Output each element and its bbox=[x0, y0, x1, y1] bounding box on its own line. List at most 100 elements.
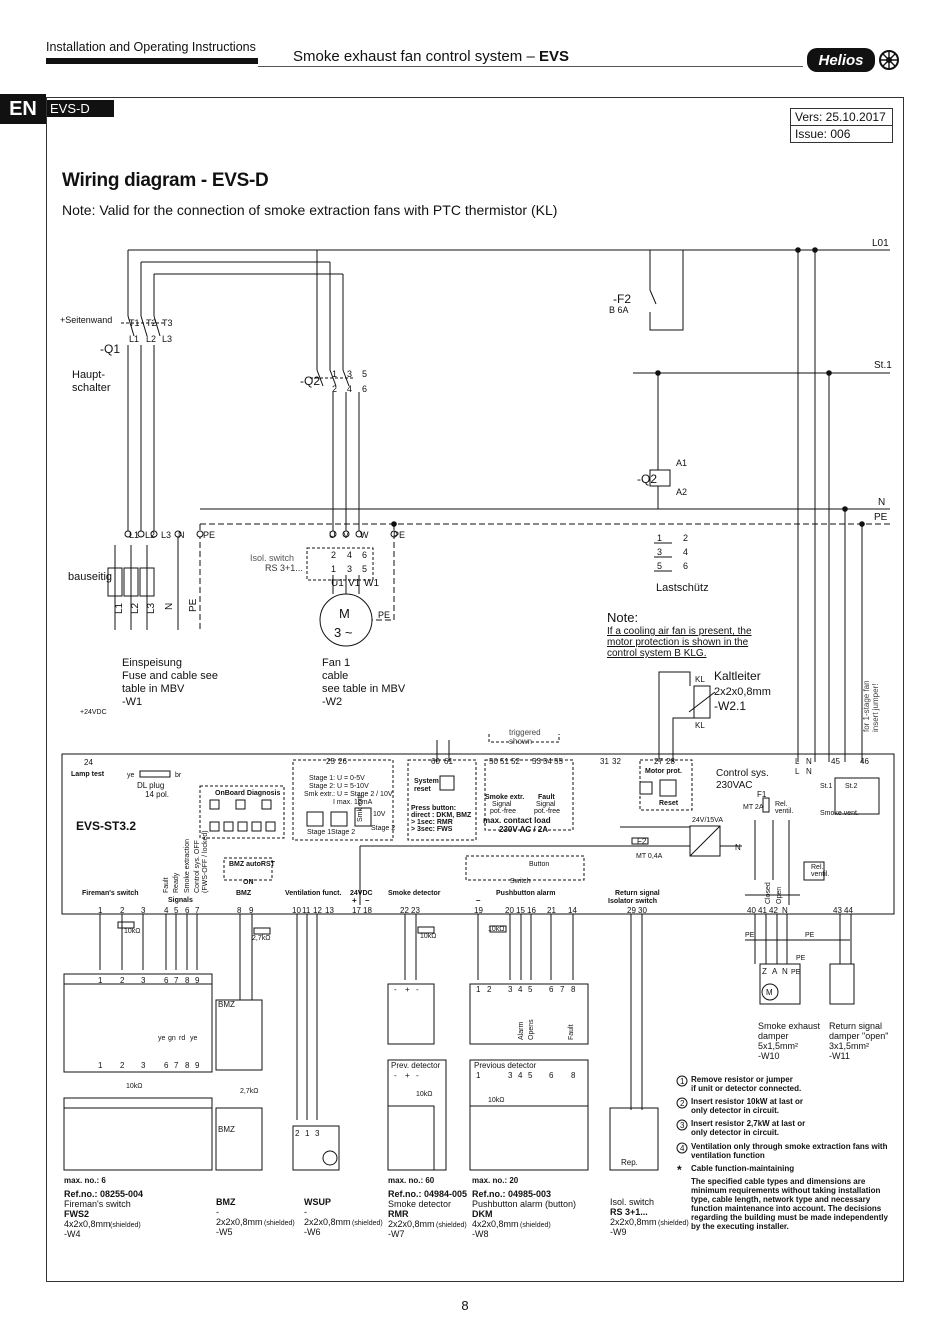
fws-r10k: 10kΩ bbox=[124, 928, 141, 935]
term-46: 46 bbox=[860, 757, 869, 766]
dkm-fault: Fault bbox=[568, 1024, 575, 1040]
bt-n: N bbox=[782, 906, 788, 915]
rail-st1: St.1 bbox=[874, 360, 892, 371]
control-sys-1: Control sys. bbox=[716, 768, 769, 779]
damper-m: M bbox=[766, 988, 773, 997]
fws-c-ye2: ye bbox=[190, 1035, 198, 1042]
rs-4: 4 bbox=[347, 550, 352, 560]
header-bar bbox=[46, 58, 258, 64]
motor-v: V bbox=[343, 530, 349, 540]
return-2: Isolator switch bbox=[608, 898, 657, 905]
ln-n1: N bbox=[806, 757, 812, 766]
cooling-note-2: motor protection is shown in the bbox=[607, 637, 749, 648]
bmz-cable: 2x2x0,8mm bbox=[216, 1217, 263, 1227]
supply-l3: L3 bbox=[161, 530, 171, 540]
rmr-prev-t3: - bbox=[416, 1071, 419, 1080]
fws-shielded: (shielded) bbox=[110, 1222, 141, 1229]
cl-open: Open bbox=[776, 887, 783, 904]
damper-a: A bbox=[772, 967, 778, 976]
rel-ventil-1: Rel. bbox=[775, 801, 788, 808]
rmr-cable: 2x2x0,8mm bbox=[388, 1219, 435, 1229]
bt-30: 30 bbox=[638, 906, 647, 915]
fws-top-7: 7 bbox=[174, 1061, 179, 1070]
damper-pe: PE bbox=[791, 969, 801, 976]
fws-t1: 1 bbox=[98, 976, 103, 985]
bmz-code: BMZ bbox=[216, 1197, 236, 1207]
bt-17: 17 bbox=[352, 906, 361, 915]
bmz-dev-label: BMZ bbox=[218, 1000, 235, 1009]
rs-2: 2 bbox=[331, 550, 336, 560]
isol-shielded: (shielded) bbox=[658, 1220, 689, 1227]
contact-1: max. contact load bbox=[483, 816, 551, 825]
ctl-st2: St.2 bbox=[845, 783, 858, 790]
fws-top-6: 6 bbox=[164, 1061, 169, 1070]
q2-top-5: 5 bbox=[362, 369, 367, 379]
doc-title: Smoke exhaust fan control system – EVS bbox=[293, 48, 569, 65]
fws-t3: 3 bbox=[141, 976, 146, 985]
smk-label-3: pot.-free bbox=[490, 808, 516, 815]
wsup-w: -W6 bbox=[304, 1227, 321, 1237]
fireman-label: Fireman's switch bbox=[82, 890, 139, 897]
dkm-code: DKM bbox=[472, 1209, 493, 1219]
term-25: 25 bbox=[326, 757, 335, 766]
version: Vers: 25.10.2017 bbox=[795, 110, 886, 124]
isol-code: RS 3+1... bbox=[610, 1207, 648, 1217]
isol-switch-1: Isol. switch bbox=[250, 553, 294, 563]
bt-15: 15 bbox=[516, 906, 525, 915]
vent-label: Ventilation funct. bbox=[285, 890, 341, 897]
hauptschalter-2: schalter bbox=[72, 382, 111, 394]
bt-22: 22 bbox=[400, 906, 409, 915]
wsup-code: WSUP bbox=[304, 1197, 331, 1207]
side-l2: L2 bbox=[130, 602, 141, 614]
rail-l01: L01 bbox=[872, 238, 889, 249]
v24-label: +24VDC bbox=[80, 709, 107, 716]
rmr-w: -W7 bbox=[388, 1229, 405, 1239]
bt-1: 1 bbox=[98, 906, 103, 915]
triggered-2: shown bbox=[509, 737, 532, 746]
fws-maxno: max. no.: 6 bbox=[64, 1176, 106, 1185]
fws-name: Fireman's switch bbox=[64, 1199, 131, 1209]
rmr-t3: - bbox=[416, 985, 419, 994]
damper-pe2: PE bbox=[805, 932, 815, 939]
bt-2: 2 bbox=[120, 906, 125, 915]
cooling-note-title: Note: bbox=[607, 610, 638, 625]
bt-40: 40 bbox=[747, 906, 756, 915]
ls-6: 6 bbox=[683, 561, 688, 571]
term-51: 51 bbox=[500, 757, 509, 766]
bt-9: 9 bbox=[249, 906, 254, 915]
motor-pe-term: PE bbox=[393, 530, 405, 540]
dkm-switch: Switch bbox=[510, 878, 531, 885]
rail-pe: PE bbox=[874, 512, 888, 523]
bmz-dev2-label: BMZ bbox=[218, 1125, 235, 1134]
sig-fault: Fault bbox=[163, 877, 170, 893]
damper-z: Z bbox=[762, 967, 767, 976]
ret-damper-4: -W11 bbox=[829, 1051, 850, 1061]
fws-t7: 7 bbox=[174, 976, 179, 985]
bt-42: 42 bbox=[769, 906, 778, 915]
mt2a: MT 2A bbox=[743, 804, 764, 811]
lamp-test: Lamp test bbox=[71, 771, 105, 778]
dl-ye: ye bbox=[127, 772, 135, 779]
term-27: 27 bbox=[654, 757, 663, 766]
kaltleiter-kl-bot: KL bbox=[695, 721, 705, 730]
legend-cable-fm: Cable function-maintaining bbox=[691, 1164, 794, 1173]
dkm-t5: 5 bbox=[528, 985, 533, 994]
dkm-t3: 3 bbox=[508, 985, 513, 994]
fws-t2: 2 bbox=[120, 976, 125, 985]
header-line bbox=[258, 66, 803, 67]
stage-btn-stage2: Stage 2 bbox=[371, 825, 395, 832]
bt-18: 18 bbox=[363, 906, 372, 915]
wsup-shielded: (shielded) bbox=[352, 1220, 383, 1227]
stage-fan-note-1: for 1-stage fan bbox=[862, 680, 871, 732]
hauptschalter-1: Haupt- bbox=[72, 369, 105, 381]
version-box: Vers: 25.10.2017 Issue: 006 bbox=[790, 108, 893, 143]
bt-7: 7 bbox=[195, 906, 200, 915]
dkm-t2: 2 bbox=[487, 985, 492, 994]
smoke-vent: Smoke vent. bbox=[820, 810, 859, 817]
onboard-diagnosis: OnBoard Diagnosis bbox=[215, 790, 280, 797]
ret-damper-1: Return signal bbox=[829, 1021, 882, 1031]
rs-5: 5 bbox=[362, 564, 367, 574]
legend-2b: only detector in circuit. bbox=[691, 1106, 779, 1115]
legend-p1: The specified cable types and dimensions… bbox=[691, 1177, 866, 1186]
q1-t2: T2 bbox=[146, 318, 157, 328]
